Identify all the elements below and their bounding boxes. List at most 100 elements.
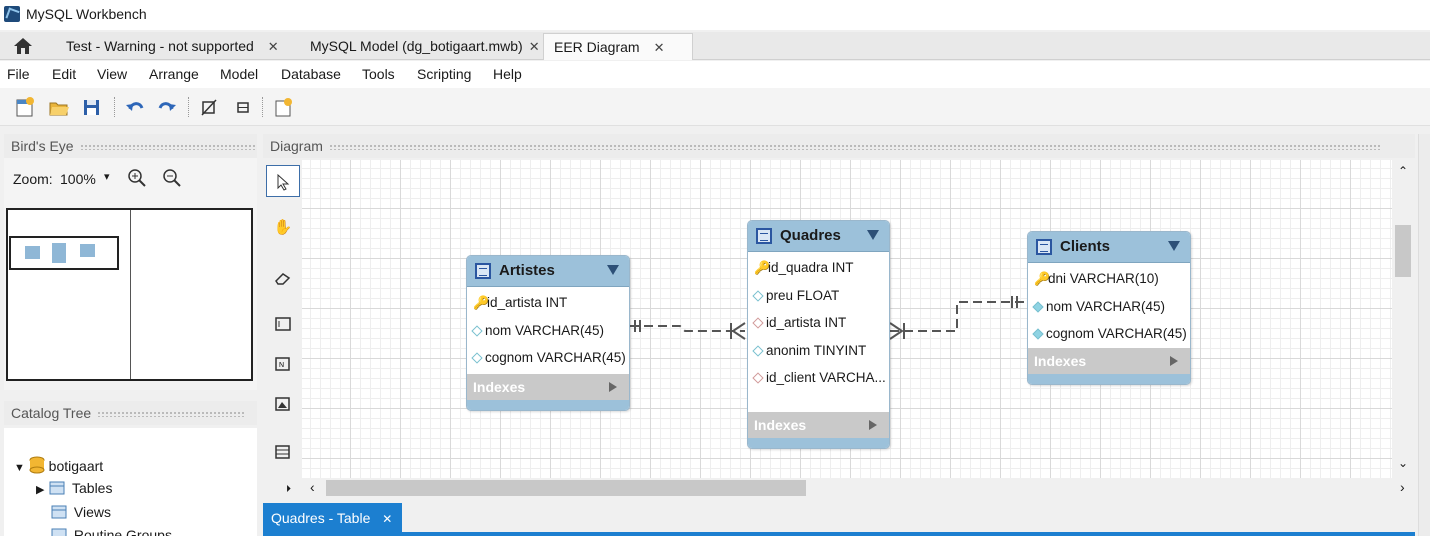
menu-model[interactable]: Model <box>220 66 259 82</box>
scroll-left-icon[interactable]: ‹ <box>310 479 315 495</box>
column-row[interactable]: nom VARCHAR(45) <box>1028 293 1190 321</box>
new-document-icon[interactable] <box>14 96 36 118</box>
note-tool-icon[interactable]: N <box>266 348 300 380</box>
entity-spacer <box>748 391 889 412</box>
menu-view[interactable]: View <box>97 66 128 82</box>
menu-scripting[interactable]: Scripting <box>417 66 472 82</box>
open-folder-icon[interactable] <box>48 96 70 118</box>
column-row[interactable]: anonim TINYINT <box>748 337 889 365</box>
column-diamond-icon <box>471 324 483 337</box>
tab-eer-diagram[interactable]: EER Diagram ✕ <box>543 33 693 60</box>
panel-grip[interactable] <box>328 144 1383 151</box>
column-row[interactable]: 🔑dni VARCHAR(10) <box>1028 265 1190 293</box>
entity-footer <box>748 437 889 448</box>
tab-quadres-table[interactable]: Quadres - Table ✕ <box>263 503 402 533</box>
zoom-out-icon[interactable] <box>162 168 182 191</box>
svg-text:N: N <box>279 362 284 369</box>
birdseye-title: Bird's Eye <box>11 138 74 154</box>
entity-quadres[interactable]: Quadres 🔑id_quadra INT preu FLOAT id_art… <box>747 220 890 449</box>
menu-database[interactable]: Database <box>281 66 341 82</box>
bottom-accent-bar <box>263 532 1415 536</box>
home-icon[interactable] <box>12 36 34 56</box>
entity-header[interactable]: Artistes <box>467 256 629 286</box>
column-text: id_client VARCHA... <box>766 370 886 385</box>
tree-label: Tables <box>72 480 113 496</box>
menu-tools[interactable]: Tools <box>362 66 395 82</box>
collapse-arrow-icon[interactable] <box>867 230 879 240</box>
indexes-section[interactable]: Indexes <box>1028 347 1190 374</box>
birdseye-minimap[interactable] <box>6 208 253 381</box>
catalog-tree <box>4 428 257 536</box>
indexes-section[interactable]: Indexes <box>748 411 889 438</box>
not-null-diamond-icon <box>1032 328 1044 340</box>
menu-edit[interactable]: Edit <box>52 66 77 82</box>
collapse-arrow-icon[interactable] <box>607 265 619 275</box>
column-text: anonim TINYINT <box>766 342 867 358</box>
undo-icon[interactable] <box>124 96 146 118</box>
column-row[interactable]: cognom VARCHAR(45) <box>1028 320 1190 348</box>
image-tool-icon[interactable] <box>266 388 300 420</box>
viewport-rectangle[interactable] <box>9 236 119 270</box>
catalog-title: Catalog Tree <box>11 405 92 421</box>
close-icon[interactable]: ✕ <box>528 39 540 54</box>
tab-label: EER Diagram <box>554 39 640 55</box>
close-icon[interactable]: ✕ <box>382 512 393 526</box>
menu-arrange[interactable]: Arrange <box>149 66 199 82</box>
horizontal-scrollbar[interactable]: ‹ › <box>302 478 1414 498</box>
entity-clients[interactable]: Clients 🔑dni VARCHAR(10) nom VARCHAR(45)… <box>1027 231 1191 385</box>
indexes-section[interactable]: Indexes <box>467 373 629 400</box>
column-row[interactable]: id_client VARCHA... <box>748 364 889 392</box>
schema-name: botigaart <box>48 458 104 474</box>
hand-tool-icon[interactable]: ✋ <box>273 219 293 236</box>
column-row[interactable]: cognom VARCHAR(45) <box>467 344 629 372</box>
column-row[interactable]: 🔑id_quadra INT <box>748 254 889 282</box>
redo-icon[interactable] <box>156 96 178 118</box>
close-icon[interactable]: ✕ <box>267 39 279 54</box>
expand-arrow-icon[interactable]: ▶ <box>36 484 45 496</box>
minimap-table <box>52 243 66 263</box>
panel-grip[interactable] <box>97 411 245 418</box>
entity-artistes[interactable]: Artistes 🔑id_artista INT nom VARCHAR(45)… <box>466 255 630 411</box>
tree-item-views[interactable]: Views <box>50 504 111 520</box>
entity-header[interactable]: Clients <box>1028 232 1190 262</box>
eraser-tool-icon[interactable] <box>266 262 300 294</box>
toggle-grid-icon[interactable] <box>198 96 220 118</box>
menu-help[interactable]: Help <box>493 66 522 82</box>
menu-file[interactable]: File <box>7 66 30 82</box>
entity-header[interactable]: Quadres <box>748 221 889 251</box>
tree-item-tables[interactable]: ▶ Tables <box>36 480 112 496</box>
scroll-down-icon[interactable]: ⌄ <box>1398 456 1409 470</box>
new-diagram-icon[interactable] <box>272 96 294 118</box>
primary-key-icon: 🔑 <box>473 295 490 310</box>
expand-arrow-icon[interactable]: ▼ <box>14 462 25 474</box>
column-diamond-icon <box>471 352 483 364</box>
column-row[interactable]: id_artista INT <box>748 309 889 337</box>
tree-item-routine-groups[interactable]: Routine Groups <box>50 527 172 536</box>
collapse-arrow-icon[interactable] <box>1168 241 1180 251</box>
table-tool-icon[interactable] <box>266 436 300 468</box>
scroll-thumb[interactable] <box>1395 225 1411 277</box>
tab-mysql-model[interactable]: MySQL Model (dg_botigaart.mwb)✕ <box>300 33 550 60</box>
scroll-thumb[interactable] <box>326 480 806 496</box>
scroll-right-icon[interactable]: › <box>1400 479 1405 495</box>
tab-test-warning[interactable]: Test - Warning - not supported✕ <box>56 33 289 60</box>
select-tool-icon[interactable] <box>266 165 300 197</box>
close-icon[interactable]: ✕ <box>653 40 665 55</box>
scroll-up-icon[interactable]: ⌃ <box>1398 164 1409 178</box>
minimap-table <box>80 244 95 257</box>
zoom-in-icon[interactable] <box>127 168 147 191</box>
panel-grip[interactable] <box>79 144 257 151</box>
palette-more-icon[interactable]: ⏵ <box>286 484 291 495</box>
layer-tool-icon[interactable] <box>266 308 300 340</box>
tab-label: Quadres - Table <box>271 510 371 526</box>
vertical-scrollbar[interactable]: ⌃ ⌄ <box>1392 160 1414 478</box>
save-icon[interactable] <box>80 96 102 118</box>
column-row[interactable]: preu FLOAT <box>748 282 889 310</box>
column-row[interactable]: nom VARCHAR(45) <box>467 317 629 345</box>
page-divider <box>130 210 131 379</box>
schema-node[interactable]: ▼ botigaart <box>14 456 103 474</box>
column-row[interactable]: 🔑id_artista INT <box>467 289 629 317</box>
zoom-dropdown-icon[interactable]: ▾ <box>104 171 110 183</box>
zoom-value[interactable]: 100% <box>60 171 96 187</box>
toggle-page-grid-icon[interactable] <box>232 96 254 118</box>
